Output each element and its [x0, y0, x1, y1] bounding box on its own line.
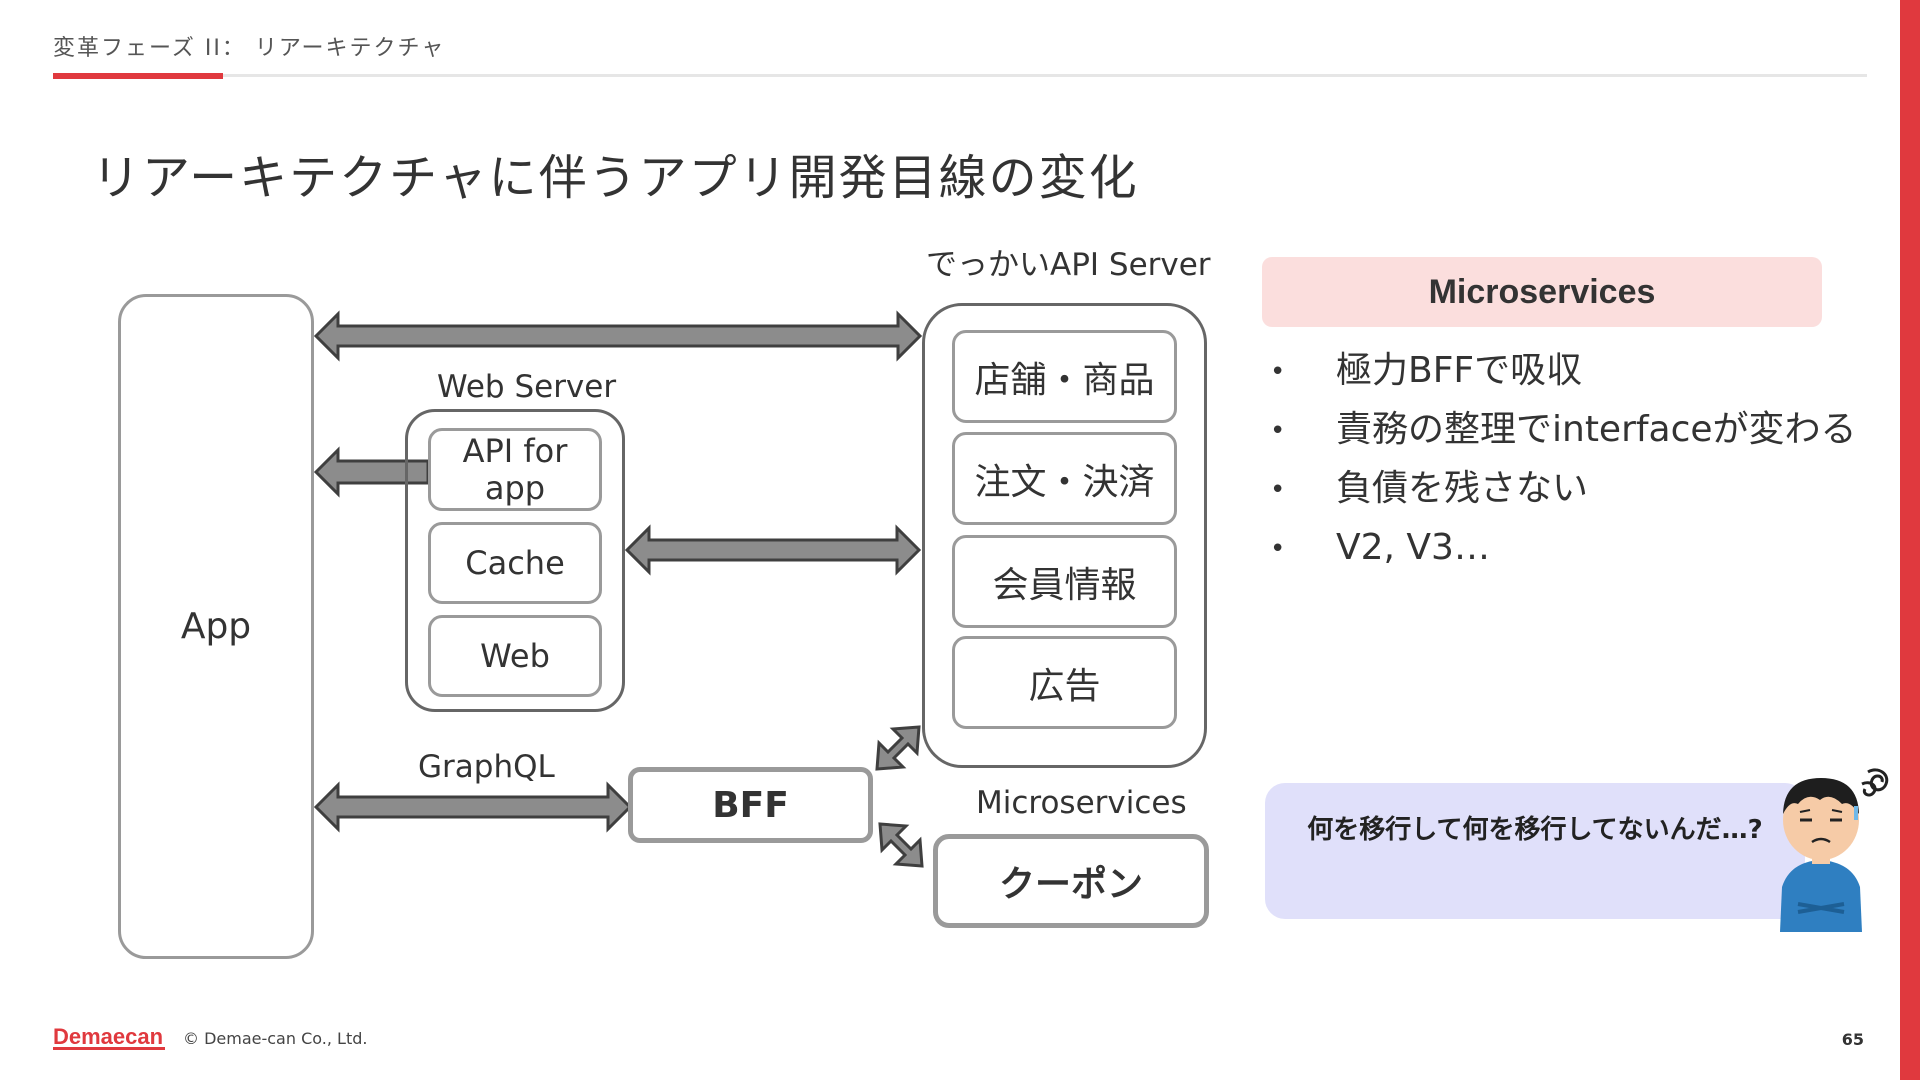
arrow-app-bff: [313, 781, 633, 833]
demaecan-logo: Demaecan: [53, 1024, 164, 1049]
page-number: 65: [1841, 1030, 1864, 1049]
web-server-label: Web Server: [437, 369, 617, 405]
confused-person-illustration: [1780, 768, 1889, 932]
bullet-text: 責務の整理でinterfaceが変わる: [1336, 409, 1857, 450]
api-item-store: 店舗・商品: [952, 330, 1177, 423]
api-item-ads: 広告: [952, 636, 1177, 729]
api-server-box: [922, 303, 1207, 768]
bullet-icon: •: [1270, 475, 1286, 505]
coupon-box: クーポン: [933, 834, 1209, 928]
bullet-text: 負債を残さない: [1336, 468, 1589, 509]
speech-bubble-text: 何を移行して何を移行してないんだ…?: [1307, 815, 1763, 845]
bullet-icon: •: [1270, 416, 1286, 446]
logo-underline: [53, 1047, 165, 1050]
app-box: App: [118, 294, 314, 959]
arrow-bff-api: [875, 725, 921, 771]
bullet-icon: •: [1270, 357, 1286, 387]
microservices-heading: Microservices: [1262, 257, 1822, 327]
api-server-label: でっかいAPI Server: [926, 247, 1211, 283]
bullet-item: • V2, V3…: [1270, 523, 1857, 582]
arrow-web-api: [624, 524, 922, 576]
web-item-web: Web: [428, 615, 602, 697]
bullet-text: 極力BFFで吸収: [1336, 350, 1583, 391]
bff-box: BFF: [628, 767, 873, 843]
web-item-cache: Cache: [428, 522, 602, 604]
arrow-app-api: [313, 310, 923, 362]
graphql-label: GraphQL: [418, 749, 555, 785]
bullet-item: • 負債を残さない: [1270, 464, 1857, 523]
bullet-text: V2, V3…: [1336, 527, 1490, 568]
bullet-list: •極力BFFで吸収 •責務の整理でinterfaceが変わる •負債を残さない …: [1270, 346, 1857, 582]
web-item-api-for-app: API for app: [428, 428, 602, 511]
page-title: リアーキテクチャに伴うアプリ開発目線の変化: [92, 150, 1139, 206]
header-divider: [53, 74, 1867, 77]
bullet-icon: •: [1270, 534, 1286, 564]
api-item-member: 会員情報: [952, 535, 1177, 628]
api-item-order: 注文・決済: [952, 432, 1177, 525]
web-server-box: [405, 409, 625, 712]
microservices-label: Microservices: [976, 785, 1187, 821]
speech-bubble: [1265, 783, 1805, 919]
bullet-item: • 責務の整理でinterfaceが変わる: [1270, 405, 1857, 464]
header-accent-bar: [53, 73, 223, 79]
arrow-bff-coupon: [878, 822, 924, 868]
right-edge-accent: [1900, 0, 1920, 1080]
bullet-item: • 極力BFFで吸収: [1270, 346, 1857, 405]
copyright-text: © Demae-can Co., Ltd.: [183, 1029, 368, 1048]
section-title: 変革フェーズ II： リアーキテクチャ: [53, 36, 446, 61]
